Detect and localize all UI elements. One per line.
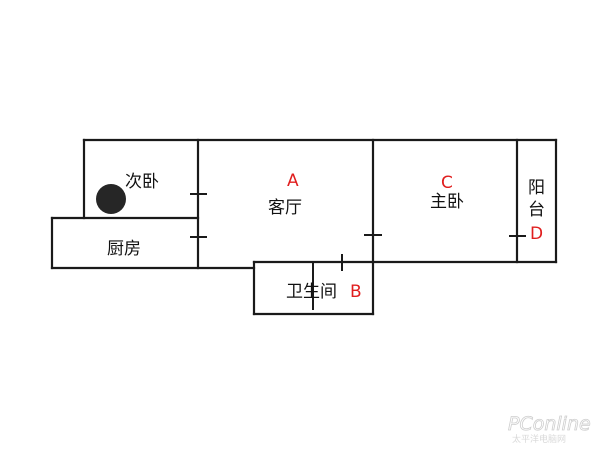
watermark: PConline 太平洋电脑网 xyxy=(508,413,591,445)
walls xyxy=(50,138,558,316)
watermark-brand: PConline xyxy=(508,413,591,435)
watermark-sub: 太平洋电脑网 xyxy=(512,433,566,445)
room-label-balcony-bottom: 台 xyxy=(528,200,545,220)
dark-circle-icon xyxy=(96,184,126,214)
door-marks xyxy=(190,193,526,310)
room-label-balcony-top: 阳 xyxy=(528,178,545,198)
room-label-second-bedroom: 次卧 xyxy=(125,172,159,192)
room-label-master-bedroom: 主卧 xyxy=(430,192,464,212)
room-marker-bathroom: B xyxy=(350,282,362,302)
room-label-kitchen: 厨房 xyxy=(107,239,141,259)
room-marker-master-bedroom: C xyxy=(441,173,453,193)
room-label-living-room: 客厅 xyxy=(268,198,302,218)
room-marker-living-room: A xyxy=(287,171,299,191)
room-marker-balcony: D xyxy=(530,224,543,244)
room-label-bathroom: 卫生间 xyxy=(286,282,337,302)
